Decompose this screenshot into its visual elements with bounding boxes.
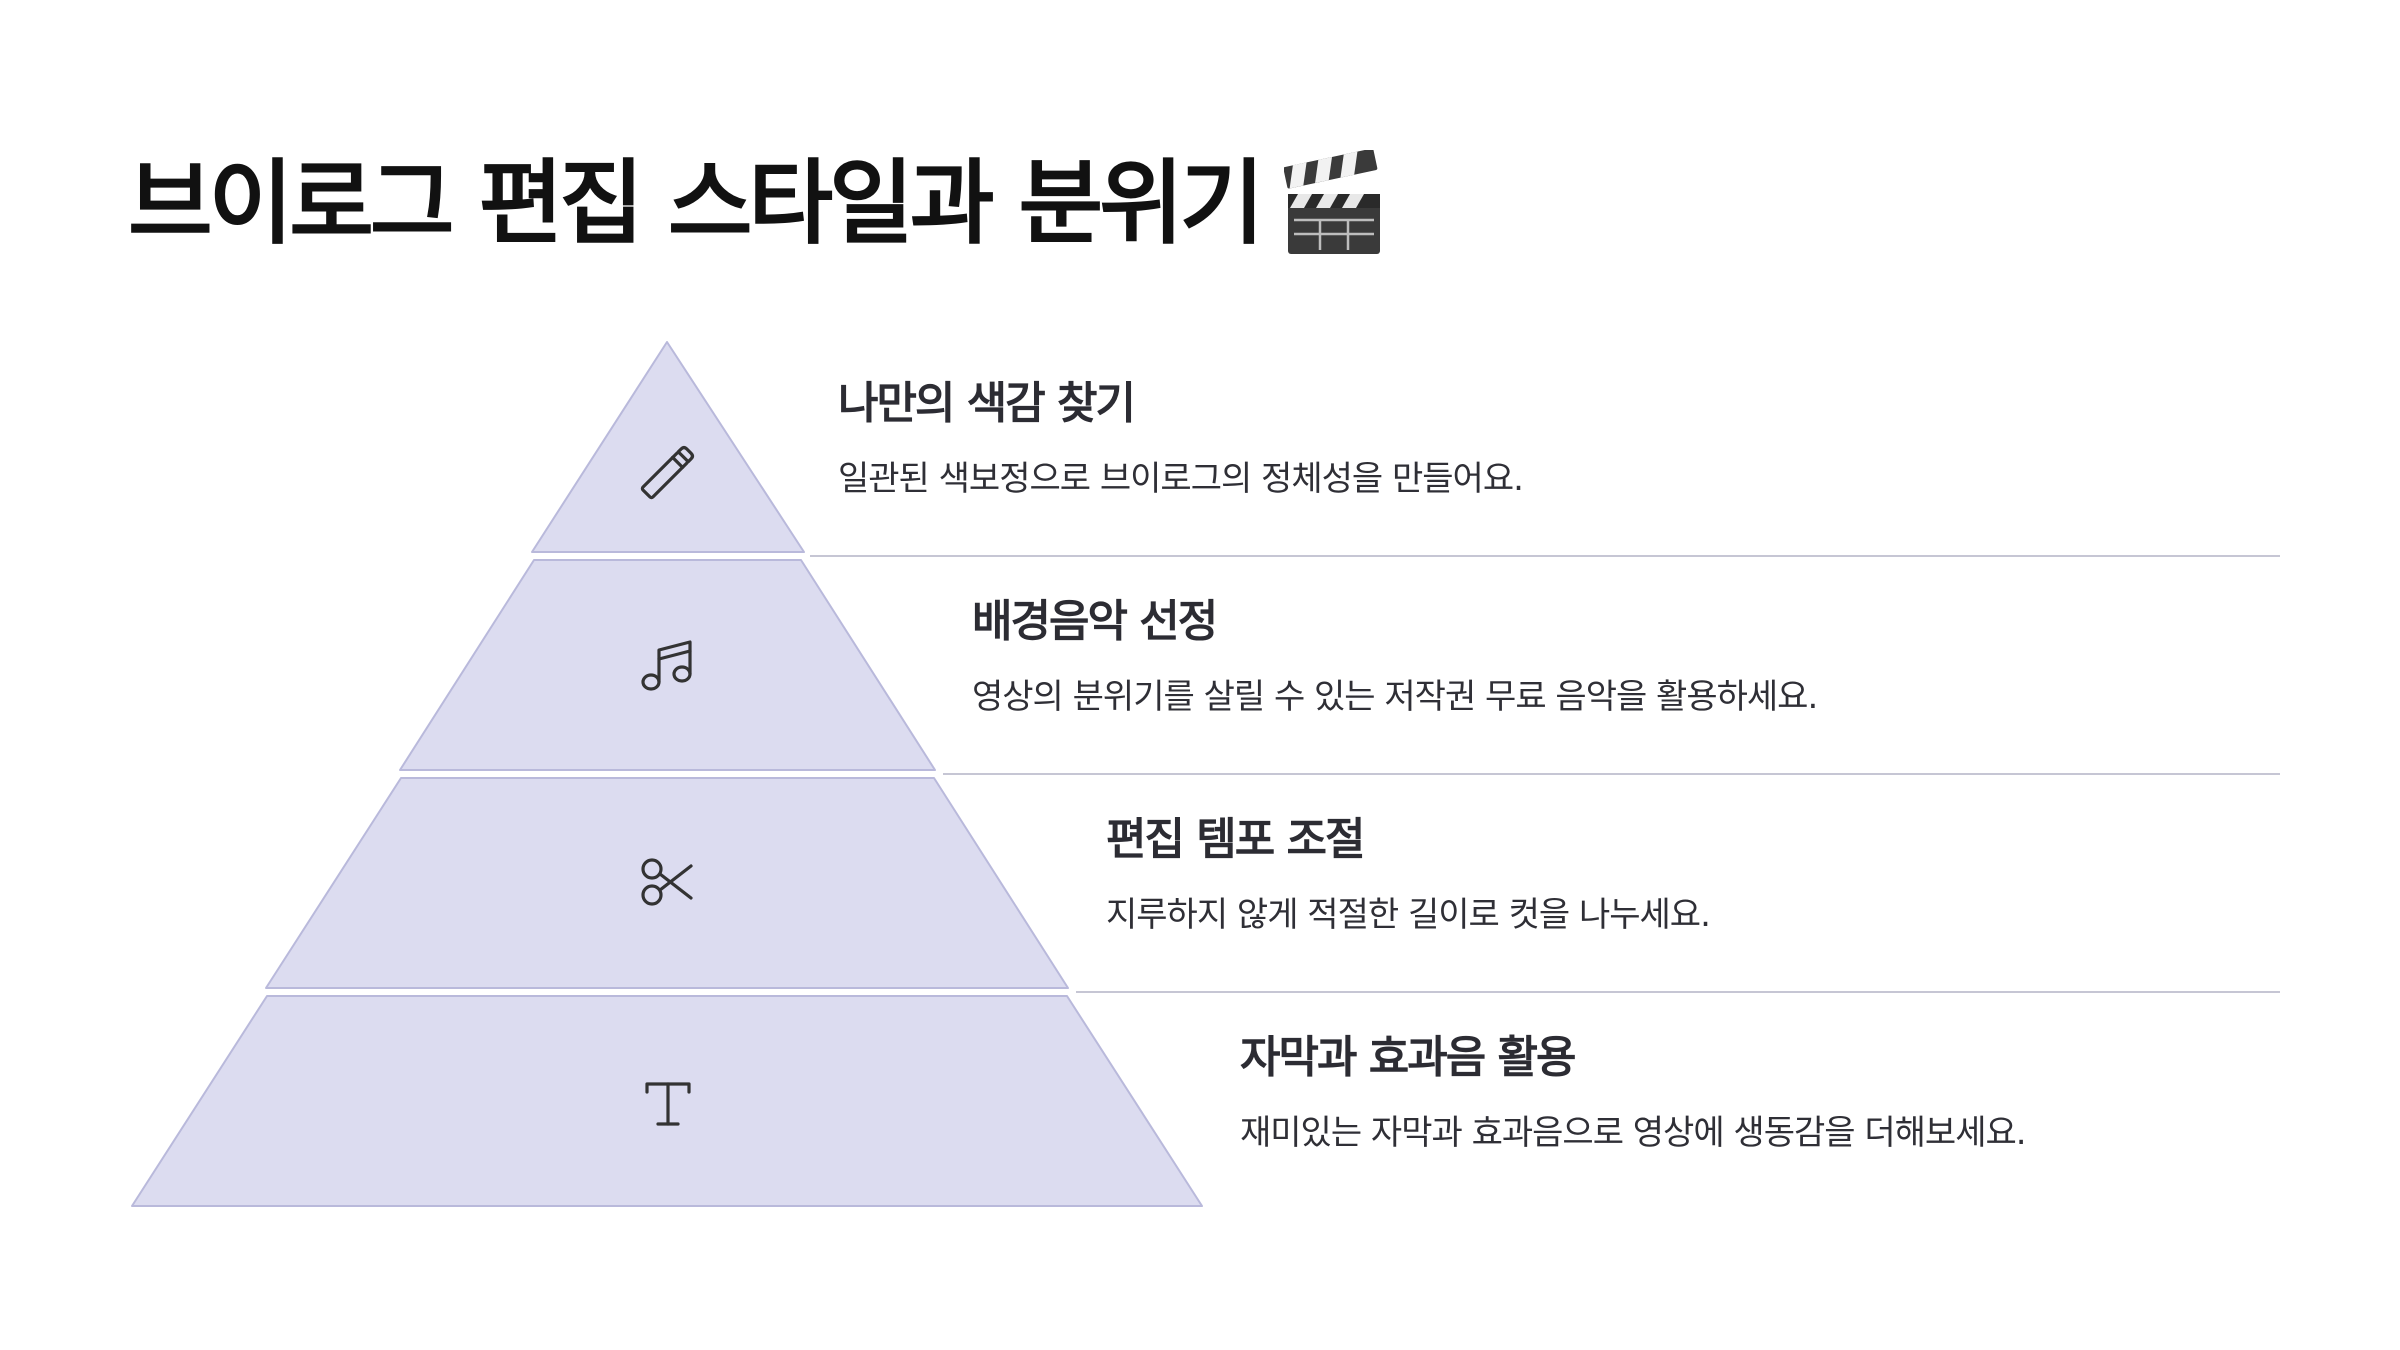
- pyramid-tier-2: [399, 559, 936, 771]
- tier-title: 편집 템포 조절: [1106, 814, 1366, 865]
- text-icon: [645, 1082, 691, 1126]
- tier-3-text: 편집 템포 조절 지루하지 않게 적절한 길이로 컷을 나누세요.: [1106, 814, 1711, 935]
- page-title: 브이로그 편집 스타일과 분위기: [128, 150, 1264, 257]
- tier-description: 영상의 분위기를 살릴 수 있는 저작권 무료 음악을 활용하세요.: [972, 677, 1818, 717]
- clapper-board-icon: [1284, 150, 1381, 254]
- tier-1-text: 나만의 색감 찾기 일관된 색보정으로 브이로그의 정체성을 만들어요.: [838, 378, 1524, 499]
- tier-title: 자막과 효과음 활용: [1240, 1032, 1576, 1083]
- title-row: 브이로그 편집 스타일과 분위기: [128, 150, 1384, 258]
- tier-2-text: 배경음악 선정 영상의 분위기를 살릴 수 있는 저작권 무료 음악을 활용하세…: [972, 596, 1818, 717]
- music-note-icon: [641, 640, 692, 691]
- tier-description: 지루하지 않게 적절한 길이로 컷을 나누세요.: [1106, 895, 1711, 935]
- tier-4-text: 자막과 효과음 활용 재미있는 자막과 효과음으로 영상에 생동감을 더해보세요…: [1240, 1032, 2027, 1153]
- tier-title: 나만의 색감 찾기: [838, 378, 1136, 429]
- pyramid-tier-1: [531, 341, 805, 553]
- tier-description: 일관된 색보정으로 브이로그의 정체성을 만들어요.: [838, 459, 1524, 499]
- pencil-icon: [640, 445, 695, 500]
- tier-title: 배경음악 선정: [972, 596, 1218, 647]
- tier-description: 재미있는 자막과 효과음으로 영상에 생동감을 더해보세요.: [1240, 1113, 2027, 1153]
- scissors-icon: [641, 858, 693, 906]
